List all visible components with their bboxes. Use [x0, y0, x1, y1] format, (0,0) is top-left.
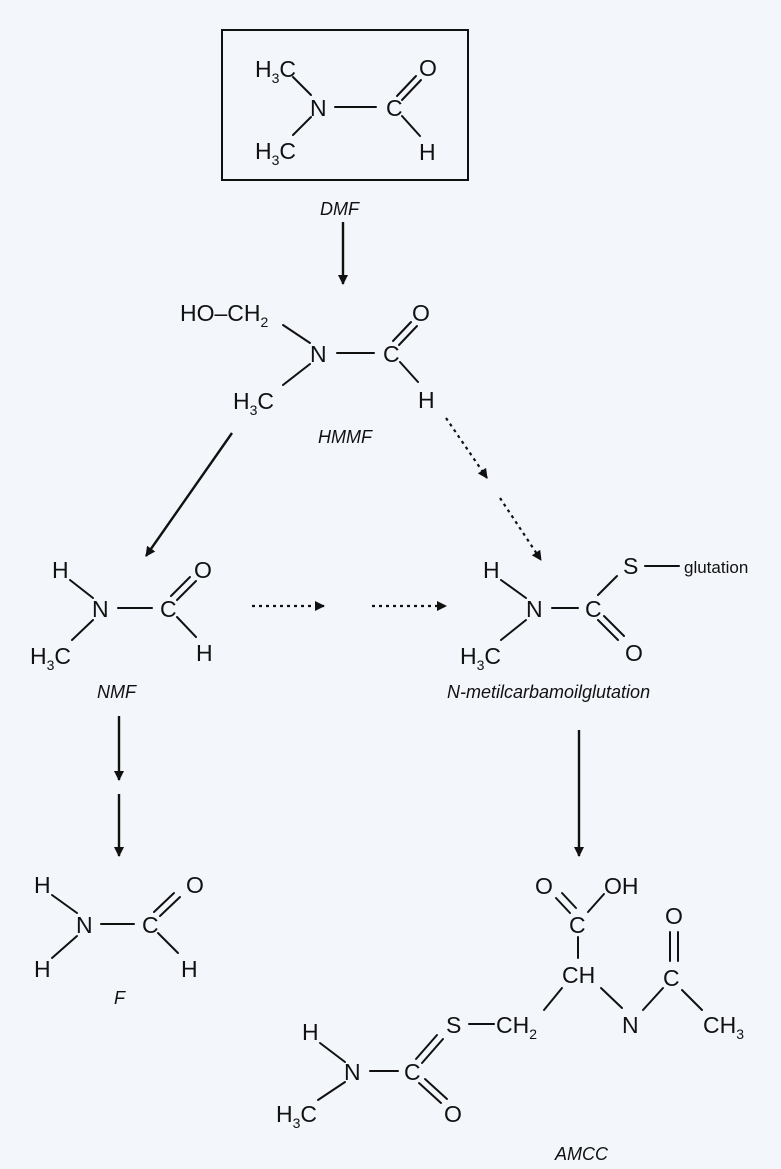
nmcg-c: C	[585, 596, 602, 622]
nmcg-structure: H H3C N C S O glutation N-metilcarbamoil…	[447, 553, 748, 702]
dmf-label: DMF	[320, 199, 360, 219]
dotted-arrow-hmmf-2	[499, 497, 542, 561]
hmmf-hoch2: HO–CH2	[180, 300, 269, 330]
amcc-o-carboxyl: O	[535, 873, 553, 899]
nmcg-h-top: H	[483, 557, 500, 583]
amcc-n-acetyl: N	[622, 1012, 639, 1038]
dmf-box	[221, 29, 469, 181]
amcc-c-carbamoyl: C	[404, 1059, 421, 1085]
nmf-h3c: H3C	[30, 643, 71, 673]
dmf-c: C	[386, 95, 403, 121]
hmmf-n: N	[310, 341, 327, 367]
nmcg-s: S	[623, 553, 638, 579]
f-n: N	[76, 912, 93, 938]
hmmf-h: H	[418, 387, 435, 413]
amcc-n-carbamoyl: N	[344, 1059, 361, 1085]
nmf-h: H	[196, 640, 213, 666]
nmf-structure: H H3C N C O H NMF	[30, 557, 213, 702]
amcc-o-acetyl: O	[665, 903, 683, 929]
f-structure: H H N C O H F	[34, 872, 204, 1008]
amcc-s: S	[446, 1012, 461, 1038]
amcc-h3c: H3C	[276, 1101, 317, 1131]
hmmf-label: HMMF	[318, 427, 373, 447]
f-c: C	[142, 912, 159, 938]
nmcg-n: N	[526, 596, 543, 622]
nmcg-label: N-metilcarbamoilglutation	[447, 682, 650, 702]
nmf-label: NMF	[97, 682, 137, 702]
nmf-n: N	[92, 596, 109, 622]
amcc-label: AMCC	[554, 1144, 609, 1164]
amcc-o-carbamoyl: O	[444, 1101, 462, 1127]
dmf-h: H	[419, 139, 436, 165]
hmmf-c: C	[383, 341, 400, 367]
nmcg-glutation: glutation	[684, 558, 748, 577]
hmmf-h3c: H3C	[233, 388, 274, 418]
f-h-bottom: H	[34, 956, 51, 982]
nmcg-o: O	[625, 640, 643, 666]
amcc-h: H	[302, 1019, 319, 1045]
arrow-hmmf-nmf	[145, 432, 233, 557]
f-h-top: H	[34, 872, 51, 898]
amcc-oh: OH	[604, 873, 639, 899]
dmf-n: N	[310, 95, 327, 121]
dmf-o: O	[419, 55, 437, 81]
amcc-c-acetyl: C	[663, 965, 680, 991]
f-h: H	[181, 956, 198, 982]
hmmf-structure: HO–CH2 H3C N C O H HMMF	[180, 300, 435, 447]
dmf-h3c-top: H3C	[255, 56, 296, 86]
f-label: F	[114, 988, 126, 1008]
hmmf-o: O	[412, 300, 430, 326]
amcc-ch: CH	[562, 962, 595, 988]
nmf-c: C	[160, 596, 177, 622]
nmcg-h3c: H3C	[460, 643, 501, 673]
dmf-structure: H3C H3C N C O H DMF	[221, 29, 469, 219]
nmf-h-top: H	[52, 557, 69, 583]
nmf-o: O	[194, 557, 212, 583]
dotted-arrow-hmmf-1	[445, 417, 488, 479]
f-o: O	[186, 872, 204, 898]
dmf-h3c-bottom: H3C	[255, 138, 296, 168]
amcc-ch3: CH3	[703, 1012, 744, 1042]
amcc-structure: O OH C CH N C O CH3 S CH2 C O N H H3C	[276, 873, 744, 1164]
amcc-ch2: CH2	[496, 1012, 537, 1042]
amcc-c-carboxyl: C	[569, 912, 586, 938]
